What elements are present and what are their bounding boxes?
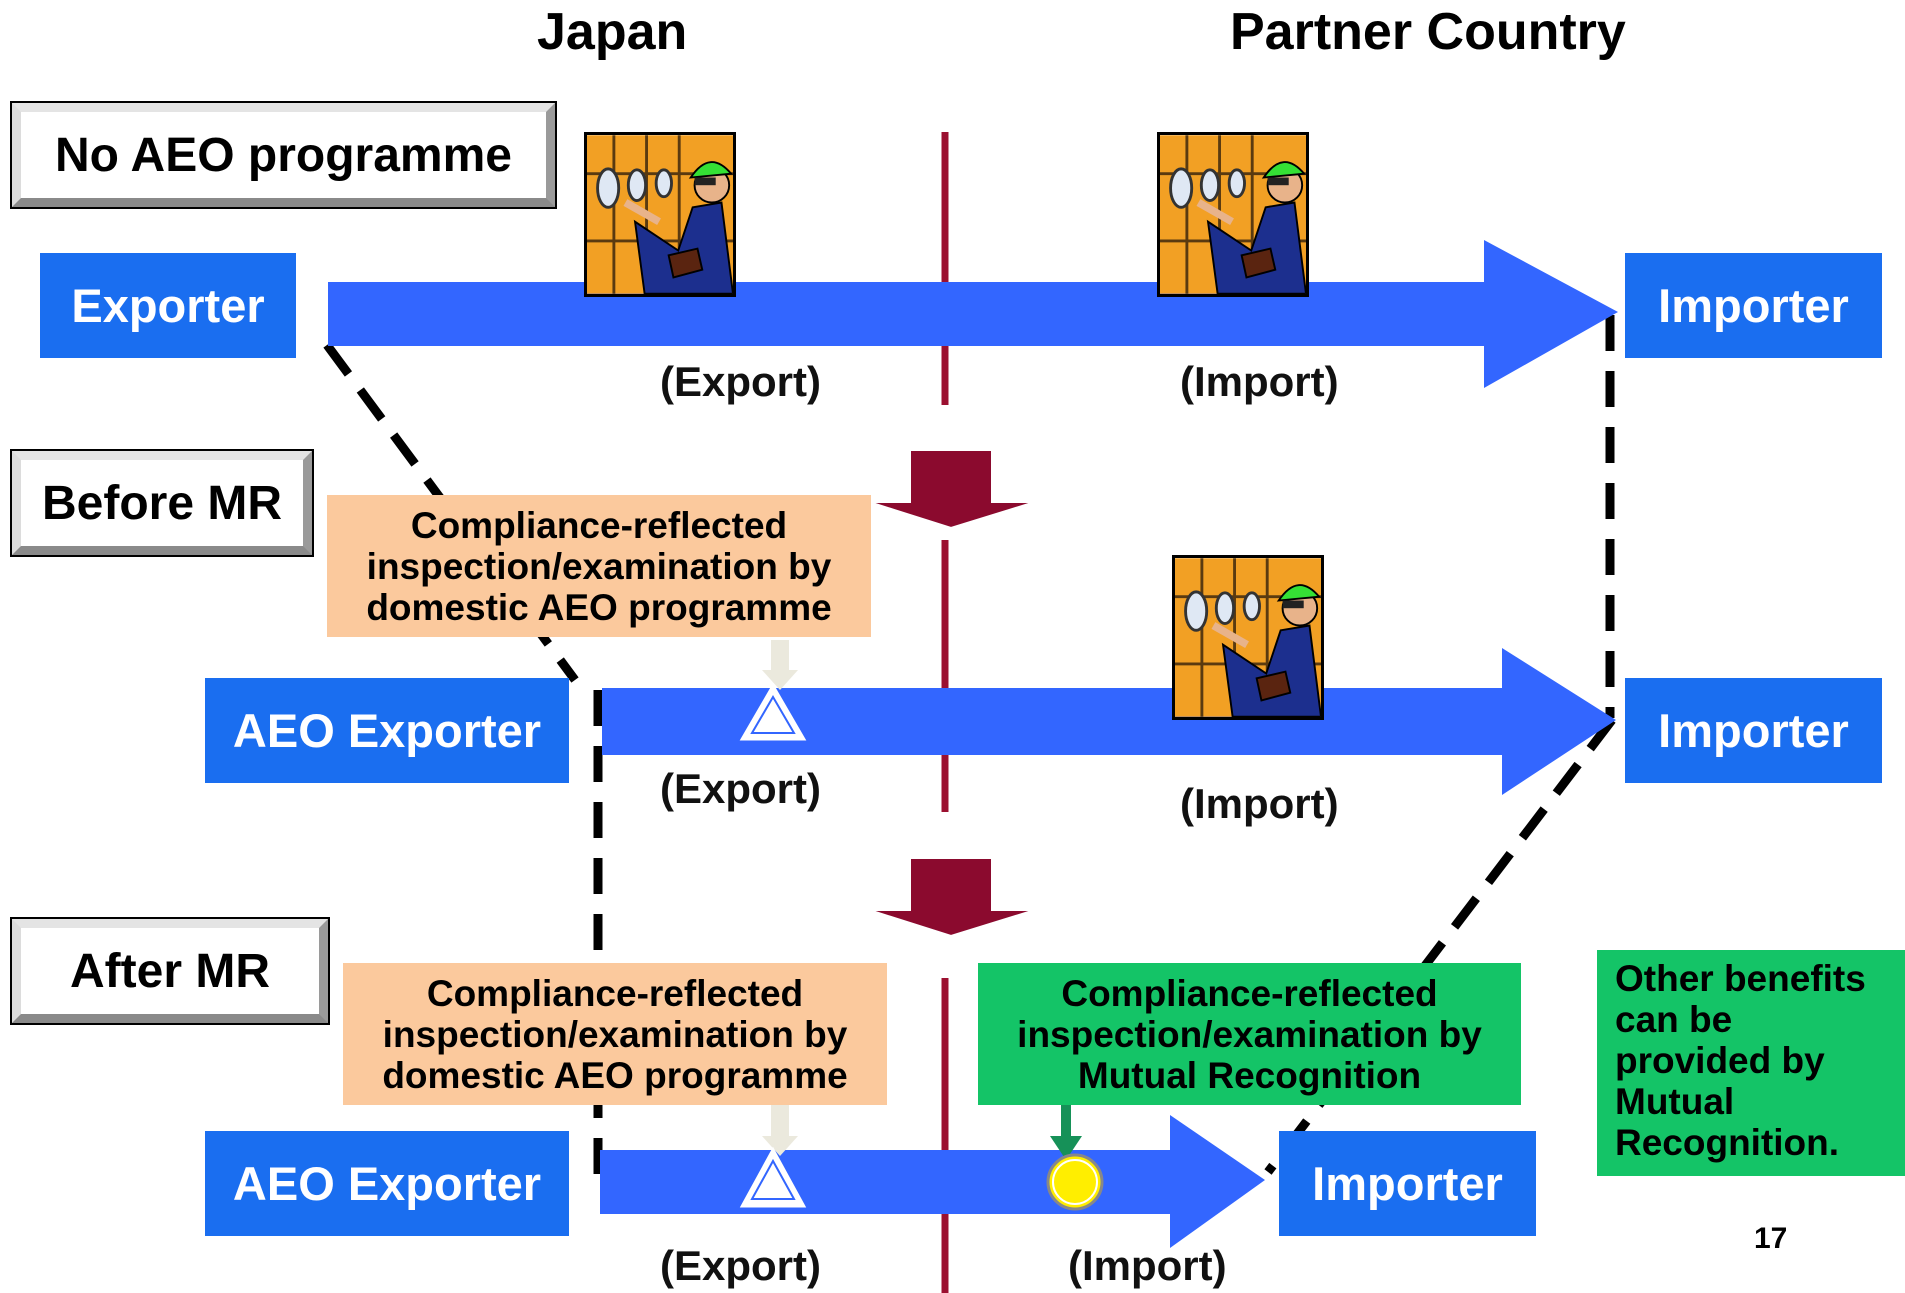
export-label-row3: (Export) xyxy=(660,1242,821,1289)
triangle-marker-icon xyxy=(739,683,807,741)
note-line: Mutual Recognition xyxy=(1077,1054,1422,1096)
customs-inspector-icon xyxy=(1157,132,1309,297)
stage-label-no-aeo: No AEO programme xyxy=(10,101,557,209)
domestic-aeo-note-row3: Compliance-reflected inspection/examinat… xyxy=(343,963,887,1105)
other-benefits-line: provided by xyxy=(1615,1040,1825,1081)
triangle-marker-icon xyxy=(750,1158,796,1200)
note-pointer-row2 xyxy=(762,640,798,690)
note-line: Compliance-reflected xyxy=(410,504,788,546)
note-pointer-row3 xyxy=(762,1105,798,1156)
import-label-row1: (Import) xyxy=(1180,358,1339,405)
note-line: Compliance-reflected xyxy=(1061,972,1438,1014)
note-line: domestic AEO programme xyxy=(366,586,832,628)
import-label-row3: (Import) xyxy=(1068,1242,1227,1289)
flow-arrow-row3 xyxy=(600,1115,1265,1248)
page-number: 17 xyxy=(1754,1222,1788,1255)
export-label-row2: (Export) xyxy=(660,765,821,812)
note-line: inspection/examination by xyxy=(382,1013,848,1055)
customs-inspector-icon xyxy=(1172,555,1324,720)
stage-label-after-mr: After MR xyxy=(10,917,330,1025)
note-line: domestic AEO programme xyxy=(382,1054,848,1096)
note-line: inspection/examination by xyxy=(366,545,832,587)
import-label-row2: (Import) xyxy=(1180,780,1339,827)
note-line: Compliance-reflected xyxy=(426,972,804,1014)
triangle-marker-icon xyxy=(739,1146,807,1208)
mutual-recognition-note: Compliance-reflected inspection/examinat… xyxy=(978,963,1521,1105)
down-arrow-icon xyxy=(868,857,1036,938)
importer-box-row3: Importer xyxy=(1279,1131,1536,1236)
note-line: inspection/examination by xyxy=(1017,1013,1482,1055)
exporter-box-row1: Exporter xyxy=(40,253,296,358)
circle-marker-icon xyxy=(1046,1153,1104,1211)
other-benefits-box: Other benefits can be provided by Mutual… xyxy=(1597,950,1905,1176)
other-benefits-line: Other benefits xyxy=(1615,958,1866,999)
other-benefits-line: can be xyxy=(1615,999,1733,1040)
aeo-exporter-box-row3: AEO Exporter xyxy=(205,1131,569,1236)
export-label-row1: (Export) xyxy=(660,358,821,405)
customs-inspector-icon xyxy=(584,132,736,297)
other-benefits-line: Recognition. xyxy=(1615,1122,1840,1163)
importer-box-row2: Importer xyxy=(1625,678,1882,783)
header-partner-country: Partner Country xyxy=(1230,3,1626,61)
importer-box-row1: Importer xyxy=(1625,253,1882,358)
down-arrow-icon xyxy=(868,449,1036,530)
stage-label-text: Before MR xyxy=(41,476,283,530)
stage-label-text: No AEO programme xyxy=(55,128,512,182)
other-benefits-line: Mutual xyxy=(1615,1081,1735,1122)
header-japan: Japan xyxy=(537,3,688,61)
mr-note-pointer xyxy=(1050,1103,1082,1160)
triangle-marker-icon xyxy=(750,695,796,734)
domestic-aeo-note-row2: Compliance-reflected inspection/examinat… xyxy=(327,495,871,637)
stage-label-before-mr: Before MR xyxy=(10,449,314,557)
flow-arrow-row2 xyxy=(602,648,1616,795)
stage-label-text: After MR xyxy=(70,944,270,998)
flow-arrow-row1 xyxy=(328,240,1618,388)
aeo-exporter-box-row2: AEO Exporter xyxy=(205,678,569,783)
